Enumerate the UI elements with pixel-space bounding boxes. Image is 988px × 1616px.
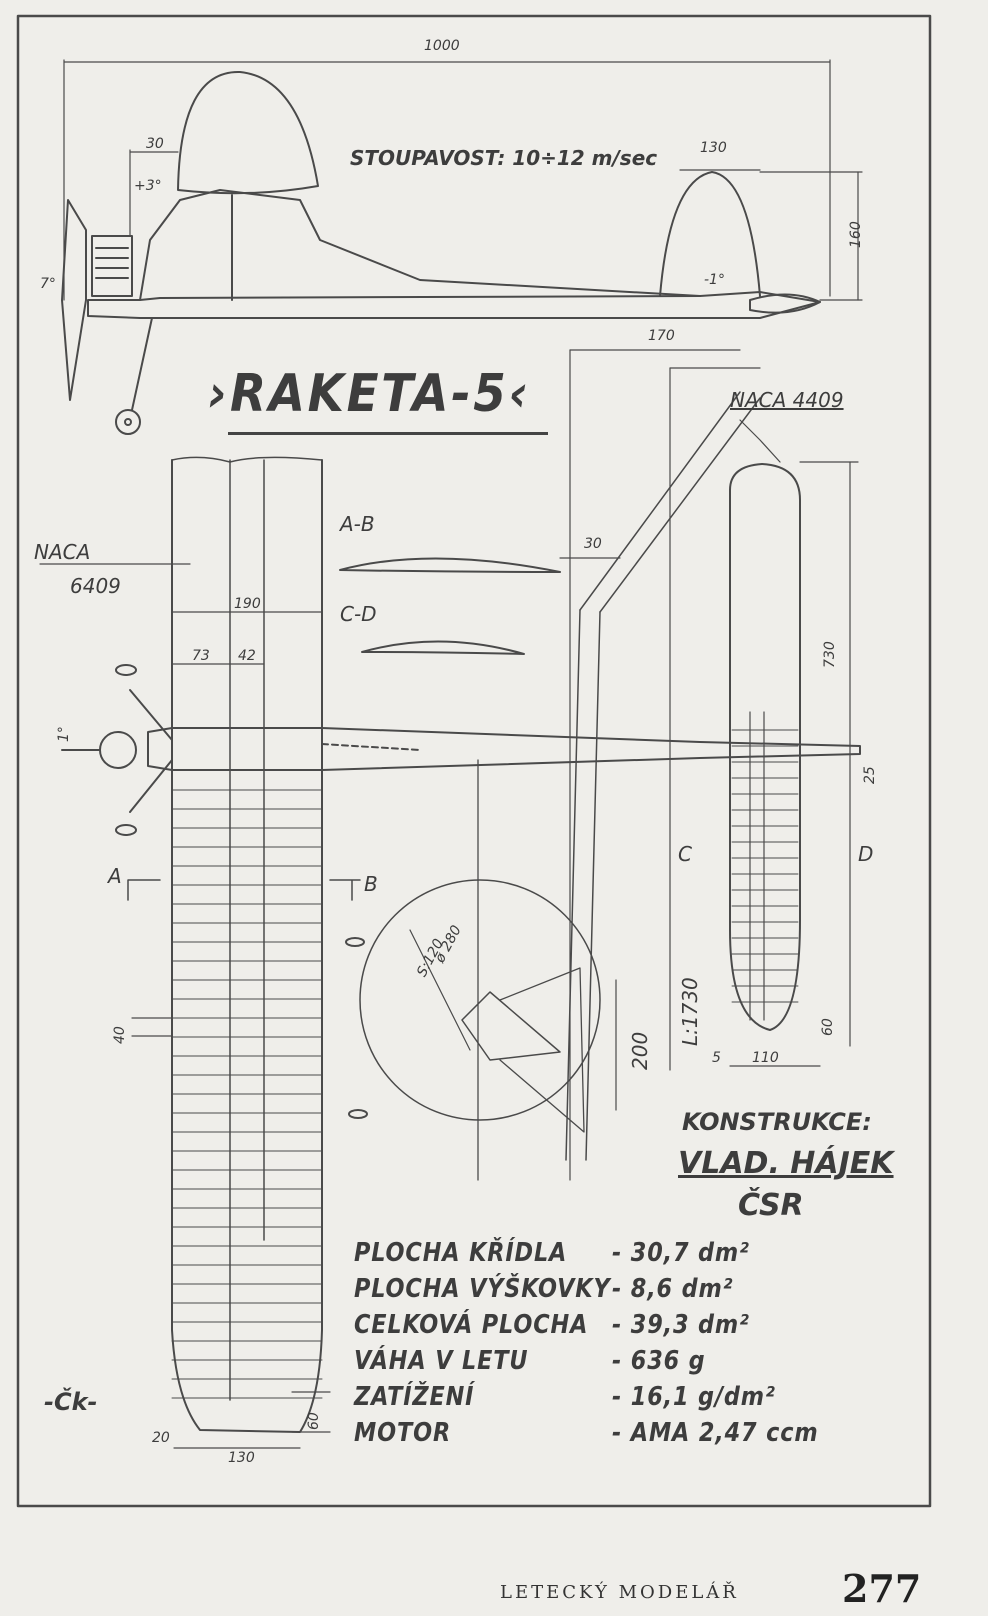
credit-country: ČSR xyxy=(738,1188,804,1223)
spar1-dim: 73 xyxy=(192,648,210,664)
spec-label: CELKOVÁ PLOCHA xyxy=(354,1310,589,1340)
spec-value: - 30,7 dm² xyxy=(612,1238,750,1268)
airfoil-sections xyxy=(339,557,561,655)
airfoil-cd xyxy=(361,640,525,655)
stab-offset-dim: 25 xyxy=(862,766,878,784)
fin-height-dim: 160 xyxy=(848,221,864,248)
stabilizer-top xyxy=(729,419,859,1067)
credit-label: KONSTRUKCE: xyxy=(682,1108,872,1136)
spec-label: PLOCHA VÝŠKOVKY xyxy=(354,1274,611,1304)
motor-side xyxy=(91,235,133,297)
fuselage-top xyxy=(147,727,861,771)
wheel xyxy=(115,409,141,435)
wing-airfoil-a: NACA xyxy=(34,540,91,564)
section-d-marker: D xyxy=(858,842,874,866)
draftsman-signature: -Čk- xyxy=(44,1388,98,1416)
fin-side xyxy=(659,171,761,297)
fin-chord-dim: 130 xyxy=(700,140,727,156)
section-a-marker: A xyxy=(108,864,122,888)
climb-rate: STOUPAVOST: 10÷12 m/sec xyxy=(350,146,658,170)
wing-half xyxy=(171,459,323,1433)
spec-value: - AMA 2,47 ccm xyxy=(612,1418,819,1448)
span-dim: L:1730 xyxy=(678,977,702,1046)
stab-span-dim: 730 xyxy=(822,641,838,668)
section-b-marker: B xyxy=(364,872,378,896)
spar2-dim: 42 xyxy=(238,648,256,664)
spec-value: - 16,1 g/dm² xyxy=(612,1382,776,1412)
motor-top xyxy=(99,731,137,769)
stab-tip-dim: 60 xyxy=(820,1018,836,1036)
spec-value: - 39,3 dm² xyxy=(612,1310,750,1340)
section-cd-label: C-D xyxy=(340,602,377,626)
side-view xyxy=(61,59,863,435)
spec-label: ZATÍŽENÍ xyxy=(354,1382,475,1412)
fuselage-side xyxy=(87,291,821,319)
model-title: ›RAKETA-5‹ xyxy=(208,364,531,424)
gear-height-dim: 200 xyxy=(628,1031,652,1070)
publication-name: LETECKÝ MODELÁŘ xyxy=(500,1582,739,1603)
drawing-frame xyxy=(16,14,932,1508)
stab-incidence: -1° xyxy=(704,272,725,288)
spec-value: - 8,6 dm² xyxy=(612,1274,734,1304)
title-underline xyxy=(228,432,548,435)
stab-te-dim: 5 xyxy=(712,1050,721,1066)
spec-label: PLOCHA KŘÍDLA xyxy=(354,1238,568,1268)
airfoil-ab xyxy=(339,557,561,573)
wing-airfoil-b: 6409 xyxy=(70,574,121,598)
page-number: 277 xyxy=(842,1566,922,1611)
credit-author: VLAD. HÁJEK xyxy=(678,1146,894,1181)
rib-spacing-dim: 40 xyxy=(112,1026,128,1044)
boom-kink-dim: 30 xyxy=(584,536,602,552)
pylon xyxy=(177,70,319,195)
thrust-angle: +3° xyxy=(134,178,162,194)
landing-gear xyxy=(131,317,153,411)
root-chord-dim: 190 xyxy=(234,596,261,612)
side-thrust: 1° xyxy=(56,726,72,742)
prop-angle: 7° xyxy=(40,276,56,292)
nose-offset-dim: 30 xyxy=(146,136,164,152)
spec-label: VÁHA V LETU xyxy=(354,1346,529,1376)
spec-value: - 636 g xyxy=(612,1346,706,1376)
stab-chord-dim: 110 xyxy=(752,1050,779,1066)
section-ab-label: A-B xyxy=(340,512,375,536)
stab-airfoil: NACA 4409 xyxy=(730,388,844,412)
rudder-rods xyxy=(559,349,761,1181)
section-c-marker: C xyxy=(678,842,692,866)
tip-overhang-dim: 20 xyxy=(152,1430,170,1446)
top-view xyxy=(39,456,861,1449)
tip-chord-dim: 130 xyxy=(228,1450,255,1466)
spec-label: MOTOR xyxy=(354,1418,452,1448)
boom-offset-dim: 170 xyxy=(648,328,675,344)
circling-diagram xyxy=(345,759,617,1181)
tip-offset-dim: 60 xyxy=(306,1412,322,1430)
propeller-side xyxy=(61,199,87,401)
length-dim: 1000 xyxy=(424,38,460,54)
